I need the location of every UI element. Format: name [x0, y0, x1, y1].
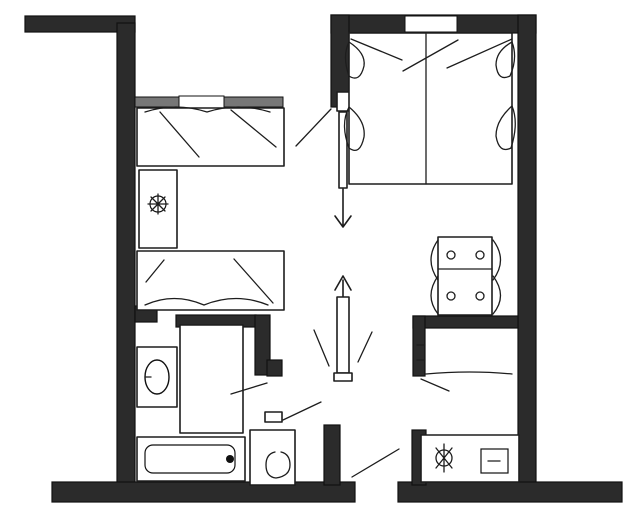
entry-jamb-left	[323, 424, 341, 486]
toilet-icon	[265, 451, 291, 479]
kitchen-door-line	[420, 378, 450, 392]
double-bed-frame	[348, 32, 513, 185]
kitchen-wall-top	[412, 315, 519, 329]
bed-left-mid-pillow	[343, 105, 365, 151]
center-post-base	[333, 372, 353, 382]
left-sofa-leader-line	[295, 108, 332, 147]
place-setting-3	[446, 291, 456, 301]
central-circulation	[313, 275, 373, 382]
door-swing-icon	[313, 329, 373, 367]
lower-sofa-cushions	[144, 297, 269, 306]
bed-left-top-pillow	[344, 41, 365, 79]
lower-sofa-lines	[145, 258, 274, 304]
bathtub-drain	[226, 455, 234, 463]
upper-sofa-cushions	[144, 106, 271, 113]
right-exterior-wall	[517, 14, 537, 491]
bed-right-top-pillow	[495, 41, 516, 79]
bath-wall-corner	[266, 359, 283, 377]
bathroom-zone	[136, 324, 322, 486]
upper-sofa	[136, 107, 285, 167]
arrow-down-icon	[334, 188, 352, 228]
bottom-left-exterior-wall	[51, 481, 356, 503]
bottom-right-exterior-wall	[397, 481, 623, 503]
bathtub-inner	[144, 444, 236, 474]
chair-right-top	[492, 239, 502, 281]
toilet-door-line	[282, 401, 322, 421]
bath-door-line	[230, 382, 268, 395]
right-bedroom	[343, 32, 516, 185]
dining-zone	[416, 236, 513, 392]
place-setting-1	[446, 250, 456, 260]
chair-left-top	[430, 239, 439, 281]
upper-sofa-lines	[159, 109, 277, 158]
window-right	[404, 15, 458, 33]
window-left	[178, 95, 225, 109]
burner-rays	[435, 443, 453, 473]
outer-walls	[24, 14, 623, 503]
kitchen-counter-edge	[425, 371, 513, 375]
toilet-area	[249, 429, 296, 486]
sink-icon	[144, 359, 170, 395]
toilet-tank	[264, 411, 283, 423]
kitchen-wall-left	[412, 315, 426, 377]
bath-room-boundary	[179, 324, 244, 434]
left-living-zone	[136, 91, 352, 311]
bed-right-mid-pillow	[495, 104, 516, 151]
vertical-post	[338, 111, 348, 189]
place-setting-2	[475, 250, 485, 260]
lower-sofa	[136, 250, 285, 311]
floral-decoration-icon	[147, 193, 169, 215]
kitchen-detail-lines	[416, 344, 426, 361]
place-setting-4	[475, 291, 485, 301]
bath-wall-right	[254, 314, 271, 376]
left-exterior-wall	[116, 22, 136, 487]
sink-cabinet	[136, 346, 178, 408]
bed-lines	[350, 33, 513, 185]
chair-right-bottom	[492, 275, 502, 315]
chair-left-bottom	[430, 275, 439, 315]
center-post	[336, 296, 350, 374]
dining-table	[437, 236, 493, 316]
entry-door-line	[351, 448, 400, 478]
kitchen-appliance-zone	[351, 434, 520, 483]
